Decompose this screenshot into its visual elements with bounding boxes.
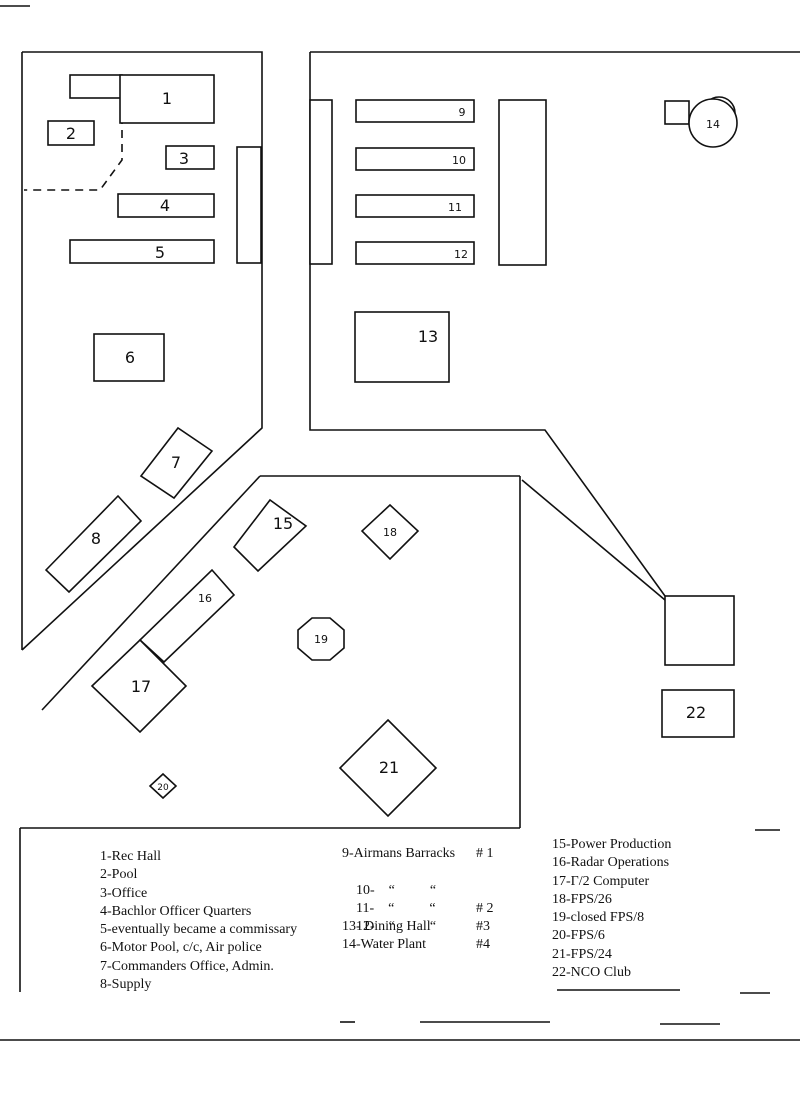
legend-item-name: 9-Airmans Barracks (342, 846, 456, 861)
building-7-label: 7 (171, 453, 181, 472)
building-1-label: 1 (162, 89, 172, 108)
building-17 (90, 638, 188, 734)
legend-item-name: 13- Dining Hall (342, 919, 431, 935)
legend-item-number: #4 (476, 937, 490, 953)
building-14-pump (664, 100, 690, 125)
building-4-label: 4 (160, 196, 170, 215)
legend-item-number: # 2 (476, 900, 494, 916)
legend-column-2: 9-Airmans Barracks # 1 10- “ “ # 2 11- “… (342, 845, 502, 955)
building-12-label: 12 (454, 248, 468, 261)
building-12 (355, 241, 475, 265)
building-15 (232, 498, 308, 573)
legend-column-3: 15-Power Production 16-Radar Operations … (552, 836, 671, 982)
legend-item: 6-Motor Pool, c/c, Air police (100, 940, 262, 956)
legend-item-number: # 1 (476, 846, 494, 861)
building-5-label: 5 (155, 243, 165, 262)
building-8-label: 8 (91, 529, 101, 548)
building-19 (297, 617, 345, 661)
left-compound-boundary (21, 51, 263, 651)
building-2-label: 2 (66, 124, 76, 143)
building-11 (355, 194, 475, 218)
legend-item: 7-Commanders Office, Admin. (100, 958, 274, 974)
legend-item: 3-Office (100, 885, 148, 901)
building-4 (117, 193, 215, 218)
building-13-label: 13 (418, 327, 438, 346)
unlabeled-building (498, 99, 547, 266)
building-13 (354, 311, 450, 383)
legend-column-1: 1-Rec Hall 2-Pool 3-Office 4-Bachlor Off… (100, 848, 297, 994)
building-10 (355, 147, 475, 171)
legend-item: 5-eventually became a commissary (100, 922, 298, 938)
legend-item: 22-NCO Club (552, 965, 631, 981)
pool-fence (24, 102, 123, 191)
legend-item-name: 10- “ “ (356, 882, 437, 898)
building-22 (661, 689, 735, 738)
building-16 (138, 568, 236, 664)
building-9-label: 9 (459, 106, 466, 119)
legend-item-number: #3 (476, 919, 490, 935)
legend-item: 11- “ “ #3 (342, 882, 502, 934)
legend-item: 13- Dining Hall (342, 918, 502, 936)
unlabeled-building (309, 99, 333, 265)
building-8 (44, 494, 143, 594)
building-21 (338, 718, 438, 818)
building-21-label: 21 (379, 758, 399, 777)
building-17-label: 17 (131, 677, 151, 696)
building-1 (119, 74, 215, 124)
legend-item: 16-Radar Operations (552, 855, 670, 871)
building-20-label: 20 (157, 783, 169, 793)
road-edge (41, 475, 261, 711)
building-3 (165, 145, 215, 170)
building-3-label: 3 (179, 149, 189, 168)
legend-item: 21-FPS/24 (552, 946, 612, 962)
legend-item: 9-Airmans Barracks # 1 (342, 845, 502, 863)
legend-item: 14-Water Plant (342, 936, 502, 954)
building-19-label: 19 (314, 633, 328, 646)
legend-item-name: 11- “ “ (356, 900, 436, 916)
building-16-label: 16 (198, 592, 212, 605)
unlabeled-building (236, 146, 262, 264)
road-end-building (664, 595, 735, 666)
legend-item: 20-FPS/6 (552, 928, 605, 944)
road-edge (521, 479, 666, 601)
building-5 (69, 239, 215, 264)
building-14 (688, 98, 738, 148)
building-10-label: 10 (452, 154, 466, 167)
legend-item-name: 12- “ “ (356, 919, 437, 935)
building-1-annex (69, 74, 123, 99)
building-6-label: 6 (125, 348, 135, 367)
building-11-label: 11 (448, 201, 462, 214)
legend-item: 12- “ “ #4 (342, 900, 502, 952)
legend-item: 17-Γ/2 Computer (552, 873, 650, 889)
building-14-label: 14 (706, 118, 720, 131)
legend-item: 15-Power Production (552, 837, 672, 852)
building-20 (148, 772, 178, 800)
legend-item: 4-Bachlor Officer Quarters (100, 903, 252, 919)
legend-item: 1-Rec Hall (100, 849, 162, 864)
legend-item: 10- “ “ # 2 (342, 863, 502, 916)
building-22-label: 22 (686, 703, 706, 722)
legend-item: 18-FPS/26 (552, 891, 612, 907)
building-7 (139, 426, 214, 500)
legend-item: 19-closed FPS/8 (552, 910, 645, 926)
building-18-label: 18 (383, 526, 397, 539)
building-2 (47, 120, 95, 146)
building-18 (360, 503, 420, 561)
legend-item: 2-Pool (100, 867, 138, 883)
building-9 (355, 99, 475, 123)
building-6 (93, 333, 165, 382)
legend-item: 8-Supply (100, 977, 152, 993)
building-15-label: 15 (273, 514, 293, 533)
legend-item-name: 14-Water Plant (342, 937, 427, 953)
